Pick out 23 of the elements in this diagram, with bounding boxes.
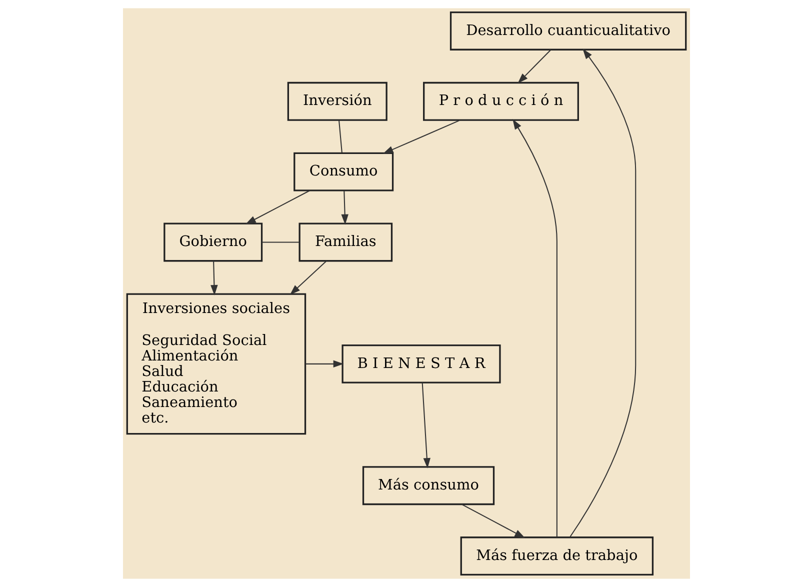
node-box: Consumo [293,152,394,192]
arrow [512,119,557,538]
node-box: P r o d u c c i ó n [422,82,578,121]
node-box: Gobierno [163,222,262,262]
node-box: Familias [298,222,392,262]
arrow [305,360,344,368]
arrow [210,260,218,296]
node-box: Desarrollo cuanticualitativo [449,12,686,50]
arrow [382,120,460,154]
arrow [461,504,525,538]
node-box: Más fuerza de trabajo [460,536,654,576]
arrow [569,48,636,538]
arrow [340,190,348,225]
connector [338,120,342,153]
node-box: Más consumo [362,466,494,506]
node-box: Inversión [286,82,387,121]
node-box: B I E N E S T A R [341,344,500,384]
connector [262,242,299,243]
arrow [289,260,326,295]
arrow [244,190,310,224]
arrow [421,382,430,468]
arrow [517,50,550,84]
node-box: Inversiones sociales Seguridad Social Alimentación Salud Educación Saneamiento etc. [126,293,306,435]
